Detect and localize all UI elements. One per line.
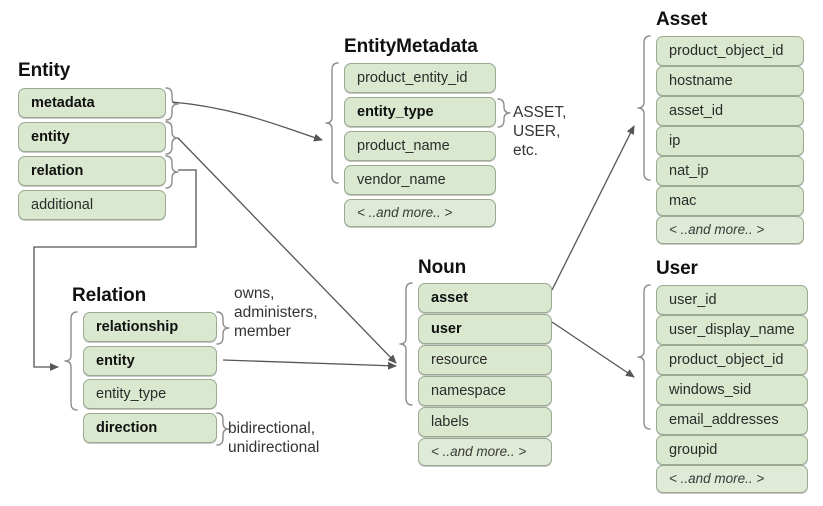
field-em-entity-type[interactable]: entity_type <box>344 97 496 127</box>
field-noun-asset[interactable]: asset <box>418 283 552 313</box>
field-asset-ip[interactable]: ip <box>656 126 804 156</box>
field-user-product-object-id[interactable]: product_object_id <box>656 345 808 375</box>
field-user-user-id[interactable]: user_id <box>656 285 808 315</box>
field-user-email-addresses[interactable]: email_addresses <box>656 405 808 435</box>
field-user-windows-sid[interactable]: windows_sid <box>656 375 808 405</box>
field-asset-hostname[interactable]: hostname <box>656 66 804 96</box>
group-title-noun: Noun <box>418 257 467 278</box>
group-title-entity: Entity <box>18 60 71 81</box>
field-asset-product-object-id[interactable]: product_object_id <box>656 36 804 66</box>
field-entity-metadata[interactable]: metadata <box>18 88 166 118</box>
field-em-vendor-name[interactable]: vendor_name <box>344 165 496 195</box>
field-asset-mac[interactable]: mac <box>656 186 804 216</box>
group-title-relation: Relation <box>72 285 147 306</box>
field-asset-asset-id[interactable]: asset_id <box>656 96 804 126</box>
field-user-user-display-name[interactable]: user_display_name <box>656 315 808 345</box>
field-relation-entity[interactable]: entity <box>83 346 217 376</box>
field-asset-and-more[interactable]: < ..and more.. > <box>656 216 804 244</box>
field-noun-namespace[interactable]: namespace <box>418 376 552 406</box>
field-noun-and-more[interactable]: < ..and more.. > <box>418 438 552 466</box>
note-entity-type-values: ASSET, USER, etc. <box>513 104 567 159</box>
field-user-and-more[interactable]: < ..and more.. > <box>656 465 808 493</box>
group-title-asset: Asset <box>656 9 708 30</box>
field-noun-user[interactable]: user <box>418 314 552 344</box>
field-em-product-name[interactable]: product_name <box>344 131 496 161</box>
field-entity-entity[interactable]: entity <box>18 122 166 152</box>
field-noun-resource[interactable]: resource <box>418 345 552 375</box>
field-entity-relation[interactable]: relation <box>18 156 166 186</box>
field-em-product-entity-id[interactable]: product_entity_id <box>344 63 496 93</box>
field-em-and-more[interactable]: < ..and more.. > <box>344 199 496 227</box>
field-asset-nat-ip[interactable]: nat_ip <box>656 156 804 186</box>
field-relation-relationship[interactable]: relationship <box>83 312 217 342</box>
field-noun-labels[interactable]: labels <box>418 407 552 437</box>
field-relation-direction[interactable]: direction <box>83 413 217 443</box>
field-entity-additional[interactable]: additional <box>18 190 166 220</box>
note-direction-values: bidirectional, unidirectional <box>228 420 320 456</box>
group-title-user: User <box>656 258 698 279</box>
note-relationship-values: owns, administers, member <box>234 285 318 340</box>
field-user-groupid[interactable]: groupid <box>656 435 808 465</box>
field-relation-entity-type[interactable]: entity_type <box>83 379 217 409</box>
group-title-entitymetadata: EntityMetadata <box>344 36 478 57</box>
